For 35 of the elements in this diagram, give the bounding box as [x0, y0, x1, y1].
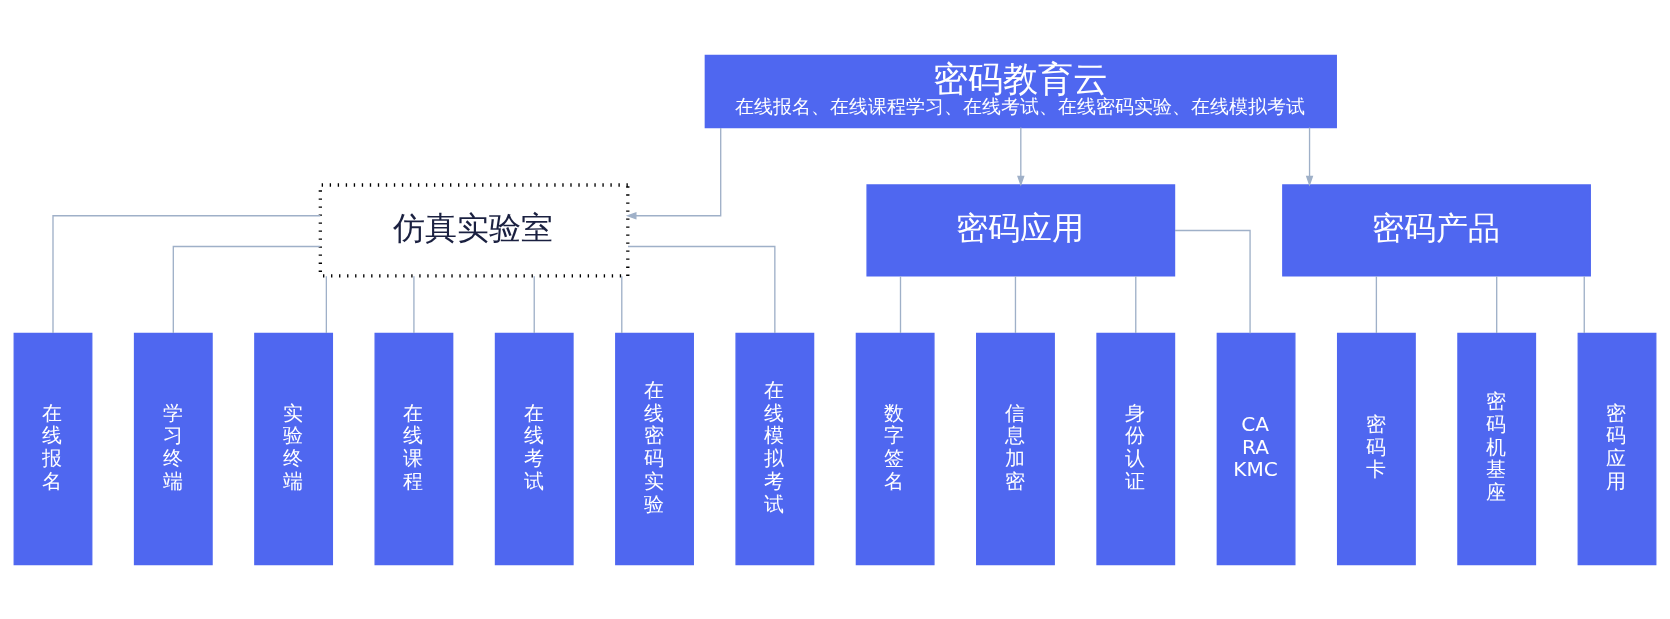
- node-box: 数字签名: [855, 332, 935, 565]
- connector: [1375, 275, 1378, 334]
- connector: [621, 275, 623, 334]
- node-box: 密码应用: [1577, 332, 1657, 565]
- node-box: 在线考试: [494, 332, 574, 565]
- connector: [899, 275, 902, 334]
- node-box: 仿真实验室: [318, 182, 630, 278]
- node-box: 密码卡: [1336, 332, 1416, 565]
- node-box: 身份认证: [1096, 332, 1176, 565]
- node-box: 在线密码实验: [615, 332, 694, 565]
- connector: [1135, 275, 1137, 334]
- node-box: 在线报名: [13, 332, 93, 565]
- arrow: [1305, 126, 1314, 187]
- node-box: CA RA KMC: [1216, 332, 1296, 565]
- node-box: 密码教育云 在线报名、在线课程学习、在线考试、在线密码实验、在线模拟考试: [704, 54, 1337, 128]
- connector: [1174, 229, 1251, 334]
- node-box: 学习终端: [133, 332, 213, 565]
- node-box: 密码机基座: [1457, 332, 1537, 565]
- node-box: 信息加密: [976, 332, 1055, 565]
- connector: [1496, 275, 1498, 334]
- node-box: 在线模拟考试: [735, 332, 815, 565]
- connector: [52, 214, 321, 334]
- arrow: [625, 126, 722, 219]
- connector: [1014, 275, 1017, 334]
- node-box: 密码应用: [866, 183, 1176, 277]
- node-box: 密码产品: [1282, 183, 1591, 277]
- node-box: 实验终端: [254, 332, 334, 565]
- connector: [172, 245, 321, 334]
- node-box: 在线课程: [374, 332, 454, 565]
- connector: [1583, 275, 1585, 334]
- connector: [627, 245, 776, 334]
- connector: [533, 275, 535, 334]
- connector: [413, 275, 415, 334]
- arrow: [1017, 126, 1025, 187]
- connector: [325, 275, 328, 334]
